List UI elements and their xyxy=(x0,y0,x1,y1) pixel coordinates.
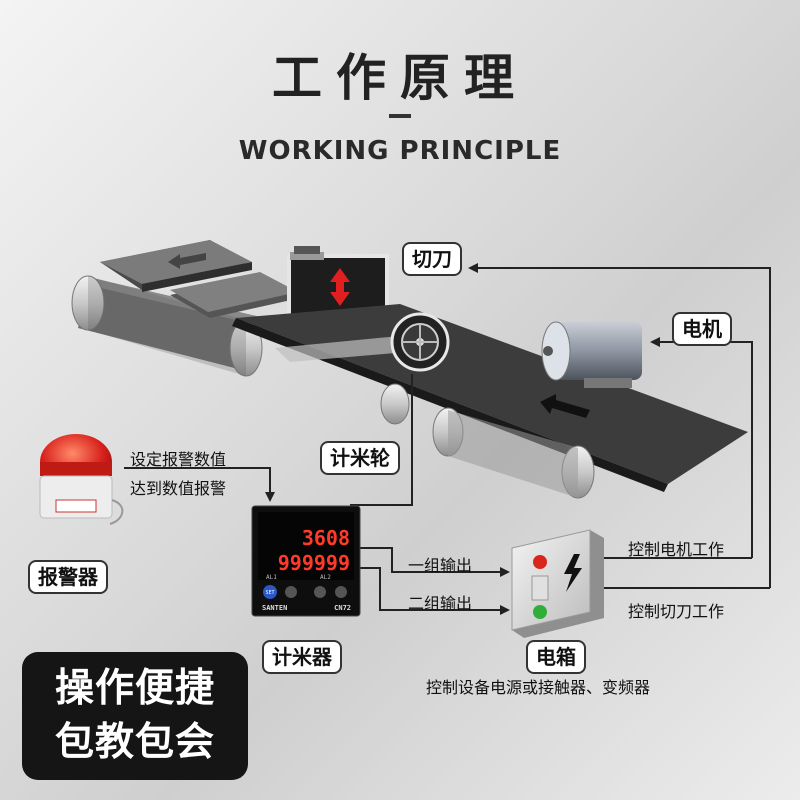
counter-display-line2: 999999 xyxy=(278,551,350,575)
main-conveyor-roller-1 xyxy=(380,383,410,425)
counter-up-key[interactable] xyxy=(314,586,326,598)
counter-label: 计米器 xyxy=(262,640,342,674)
connection-lines xyxy=(124,263,771,615)
page-subtitle: WORKING PRINCIPLE xyxy=(238,136,562,166)
output-group1-text: 一组输出 xyxy=(408,556,473,575)
lightning-icon xyxy=(564,554,582,592)
left-conveyor xyxy=(71,275,265,377)
left-conveyor-roller-front xyxy=(71,275,105,331)
meter-counter-device: 3608 999999 AL1 AL2 SET SANTEN CN72 xyxy=(251,505,361,617)
control-box xyxy=(511,529,604,638)
line-output-2 xyxy=(358,567,510,615)
promo-banner: 操作便捷 包教包会 xyxy=(22,652,248,780)
line-alarm xyxy=(124,467,275,502)
line-cutter xyxy=(468,263,771,588)
promo-line2: 包教包会 xyxy=(54,720,215,765)
material-sheets xyxy=(100,240,300,318)
counter-al1-label: AL1 xyxy=(266,574,277,581)
counter-brand: SANTEN xyxy=(262,604,287,612)
cutter-label: 切刀 xyxy=(402,242,462,276)
title-divider xyxy=(389,114,411,118)
motor xyxy=(541,321,642,388)
page-title: 工作原理 xyxy=(272,49,528,107)
control-box-desc: 控制设备电源或接触器、变频器 xyxy=(426,678,651,697)
line-output-1 xyxy=(358,547,510,577)
output-group2-text: 二组输出 xyxy=(408,594,473,613)
flow-arrow-main xyxy=(540,394,590,418)
set-alarm-text: 设定报警数值 xyxy=(130,450,227,469)
alarm-light xyxy=(39,434,124,525)
counter-reset-key[interactable] xyxy=(335,586,347,598)
main-conveyor xyxy=(232,304,748,499)
counter-left-key[interactable] xyxy=(285,586,297,598)
control-box-label: 电箱 xyxy=(526,640,586,674)
control-motor-text: 控制电机工作 xyxy=(628,540,725,559)
box-green-indicator xyxy=(533,605,547,619)
meter-wheel-label: 计米轮 xyxy=(320,441,400,475)
box-red-indicator xyxy=(533,555,547,569)
control-cutter-text: 控制切刀工作 xyxy=(628,602,725,621)
flow-arrow-left xyxy=(168,253,206,269)
meter-wheel xyxy=(390,312,450,372)
motor-label: 电机 xyxy=(672,312,732,346)
promo-line1: 操作便捷 xyxy=(54,666,215,711)
reach-alarm-text: 达到数值报警 xyxy=(130,479,227,498)
counter-al2-label: AL2 xyxy=(320,574,331,581)
line-wheel xyxy=(350,374,413,506)
counter-display-line1: 3608 xyxy=(302,526,350,550)
alarm-label: 报警器 xyxy=(28,560,108,594)
counter-set-label: SET xyxy=(265,590,274,596)
counter-set-key[interactable] xyxy=(263,585,277,599)
counter-model: CN72 xyxy=(334,604,351,612)
up-down-arrow-icon xyxy=(330,268,350,306)
